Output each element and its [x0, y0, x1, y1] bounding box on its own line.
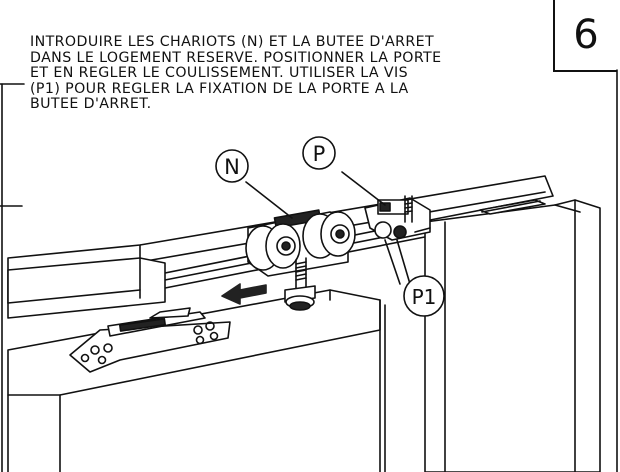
callout-n: N [215, 149, 249, 183]
callout-n-label: N [224, 155, 240, 179]
trolley-n [245, 209, 356, 311]
callout-p: P [302, 136, 336, 170]
callout-p1-label: P1 [412, 285, 437, 309]
instruction-line: INTRODUIRE LES CHARIOTS (N) ET LA BUTEE … [30, 34, 435, 50]
instruction-line: (P1) POUR REGLER LA FIXATION DE LA PORTE… [30, 80, 409, 97]
callout-p-label: P [313, 142, 326, 166]
instruction-line: DANS LE LOGEMENT RESERVE. POSITIONNER LA… [30, 49, 442, 66]
left-wall-block [7, 257, 166, 319]
rail-guide-strip [479, 199, 546, 215]
leader-p [341, 171, 386, 206]
leader-p1 [396, 239, 411, 285]
callout-p1: P1 [403, 275, 445, 317]
floor-guide-bracket [69, 307, 231, 373]
instruction-line: ET EN REGLER LE COULISSEMENT. UTILISER L… [30, 65, 408, 82]
instruction-text: INTRODUIRE LES CHARIOTS (N) ET LA BUTEE … [30, 34, 550, 113]
door-panel [379, 199, 601, 472]
step-number-box: 6 [553, 0, 617, 72]
direction-arrow [221, 283, 267, 305]
instruction-line: BUTEE D'ARRET. [30, 96, 152, 113]
step-number: 6 [573, 12, 599, 58]
leader-n [245, 181, 293, 219]
stop-assembly-p [364, 195, 431, 241]
